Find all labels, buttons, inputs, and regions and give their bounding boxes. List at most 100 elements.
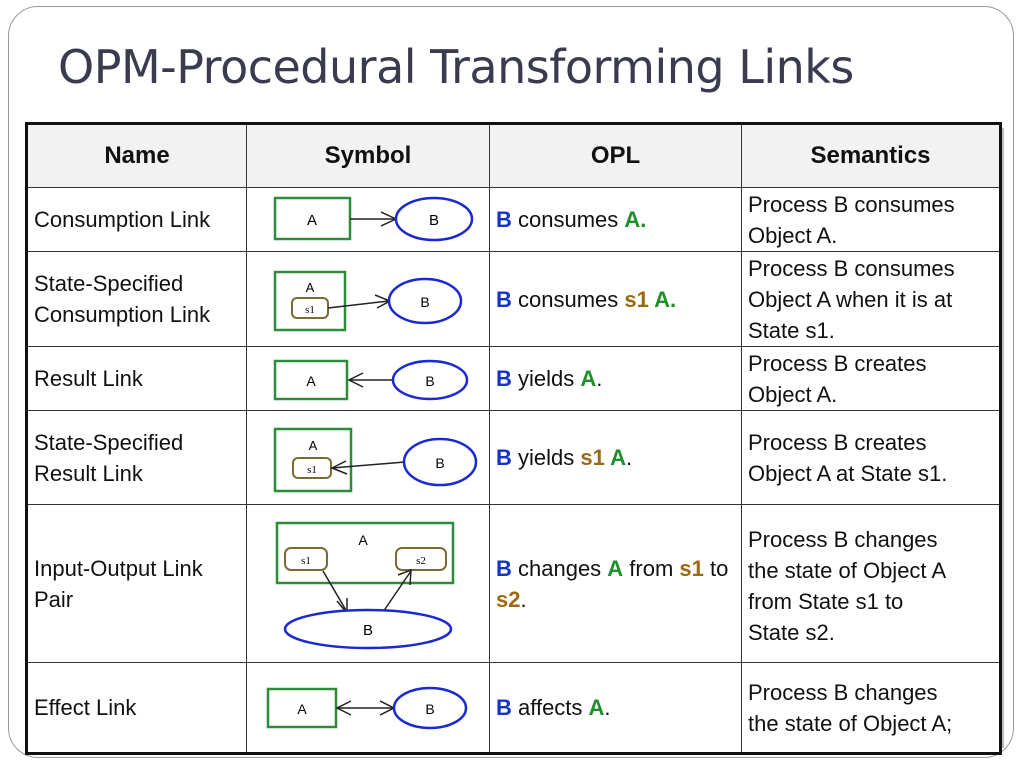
process-label: B (425, 373, 434, 389)
header-name: Name (26, 123, 247, 188)
header-semantics: Semantics (741, 123, 1001, 188)
opl-text: B consumes s1 A. (489, 251, 742, 347)
object-label: A (358, 532, 368, 548)
opl-process: B (496, 555, 512, 581)
semantics-line: the state of Object A; (748, 710, 953, 736)
opl-verb: affects (511, 695, 589, 720)
opl-process: B (496, 286, 512, 312)
semantics-line: Process B consumes (748, 191, 955, 217)
opl-state: s1 (679, 555, 704, 581)
state-label: s2 (416, 555, 426, 567)
link-name-line: Consumption Link (34, 302, 211, 327)
link-name: State-Specified Consumption Link (26, 251, 247, 347)
link-name: Consumption Link (26, 187, 247, 252)
process-label: B (420, 294, 429, 310)
opl-period: . (626, 445, 633, 470)
opl-object: A. (648, 286, 677, 312)
page-title: OPM-Procedural Transforming Links (58, 40, 854, 94)
semantics-line: State s1. (748, 317, 835, 343)
input-output-link-pair-symbol: A s1 s2 B (246, 504, 490, 663)
semantics: Process B consumes Object A. (741, 187, 1001, 252)
semantics-line: State s2. (748, 619, 835, 645)
opl-state: s1 (624, 286, 649, 312)
opl-verb: yields (511, 366, 581, 391)
table-row: State-Specified Consumption Link A s1 B … (26, 251, 1001, 347)
semantics: Process B consumes Object A when it is a… (741, 251, 1001, 347)
semantics-line: from State s1 to (748, 588, 904, 614)
opl-process: B (496, 445, 512, 470)
opl-state: s1 (580, 445, 605, 470)
process-label: B (435, 455, 444, 471)
opl-text: B consumes A. (489, 187, 742, 252)
semantics-line: Object A. (748, 381, 838, 407)
table-row: Consumption Link A B B consumes A. Proce… (26, 187, 1001, 252)
opl-object: A (580, 366, 597, 391)
opl-text: B yields s1 A. (489, 410, 742, 505)
opl-from: from (623, 555, 680, 581)
header-symbol: Symbol (246, 123, 490, 188)
state-specified-consumption-link-symbol: A s1 B (246, 251, 490, 347)
semantics-line: Process B creates (748, 429, 927, 455)
link-name-line: State-Specified (34, 271, 184, 296)
object-label: A (306, 280, 315, 295)
opl-object: A (588, 695, 605, 720)
semantics: Process B creates Object A. (741, 346, 1001, 411)
opl-to: to (703, 555, 729, 581)
semantics-line: Process B changes (748, 526, 938, 552)
opl-object: A (607, 555, 624, 581)
opl-verb: changes (511, 555, 608, 581)
opl-period: . (520, 586, 527, 612)
consumption-link-symbol: A B (246, 187, 490, 252)
table-row: Result Link A B B yields A. Process B cr… (26, 346, 1001, 411)
opl-period: . (596, 366, 603, 391)
state-label: s1 (301, 555, 311, 567)
opl-state: s2 (496, 586, 521, 612)
object-label: A (307, 212, 317, 229)
object-label: A (297, 701, 307, 717)
opl-period: . (604, 695, 611, 720)
state-specified-result-link-symbol: A s1 B (246, 410, 490, 505)
opl-verb: consumes (511, 286, 625, 312)
semantics: Process B changes the state of Object A; (741, 662, 1001, 754)
link-name: State-Specified Result Link (26, 410, 247, 505)
link-name: Result Link (26, 346, 247, 411)
opl-object: A (604, 445, 627, 470)
semantics-line: Process B consumes (748, 255, 955, 281)
semantics: Process B changes the state of Object A … (741, 504, 1001, 663)
semantics-line: Object A at State s1. (748, 460, 948, 486)
opl-process: B (496, 695, 512, 720)
semantics-line: Process B creates (748, 350, 927, 376)
link-name-line: State-Specified (34, 429, 184, 455)
opl-process: B (496, 366, 512, 391)
opl-process: B (496, 207, 512, 232)
semantics-line: Object A. (748, 222, 838, 248)
opl-text: B yields A. (489, 346, 742, 411)
table-row: Input-Output Link Pair A s1 s2 B B chang… (26, 504, 1001, 663)
object-label: A (306, 373, 316, 389)
header-opl: OPL (489, 123, 742, 188)
links-table: Name Symbol OPL Semantics Consumption Li… (25, 122, 1002, 755)
table-row: State-Specified Result Link A s1 B B yie… (26, 410, 1001, 505)
semantics-line: the state of Object A (748, 557, 947, 583)
opl-object: A. (624, 207, 647, 232)
link-name: Effect Link (26, 662, 247, 754)
opl-verb: yields (511, 445, 581, 470)
result-link-symbol: A B (246, 346, 490, 411)
opl-text: B changes A from s1 to s2. (489, 504, 742, 663)
table-row: Effect Link A B B affects A. Process B c… (26, 662, 1001, 754)
table-header-row: Name Symbol OPL Semantics (26, 123, 1001, 188)
effect-link-symbol: A B (246, 662, 490, 754)
semantics: Process B creates Object A at State s1. (741, 410, 1001, 505)
process-label: B (363, 622, 373, 639)
state-label: s1 (307, 464, 317, 476)
semantics-line: Process B changes (748, 679, 938, 705)
object-label: A (309, 438, 318, 453)
link-name: Input-Output Link Pair (26, 504, 247, 663)
link-name-line: Result Link (34, 460, 143, 486)
state-label: s1 (305, 304, 315, 316)
opl-text: B affects A. (489, 662, 742, 754)
opl-verb: consumes (511, 207, 625, 232)
semantics-line: Object A when it is at (748, 286, 953, 312)
process-label: B (425, 701, 434, 717)
process-label: B (429, 212, 439, 229)
